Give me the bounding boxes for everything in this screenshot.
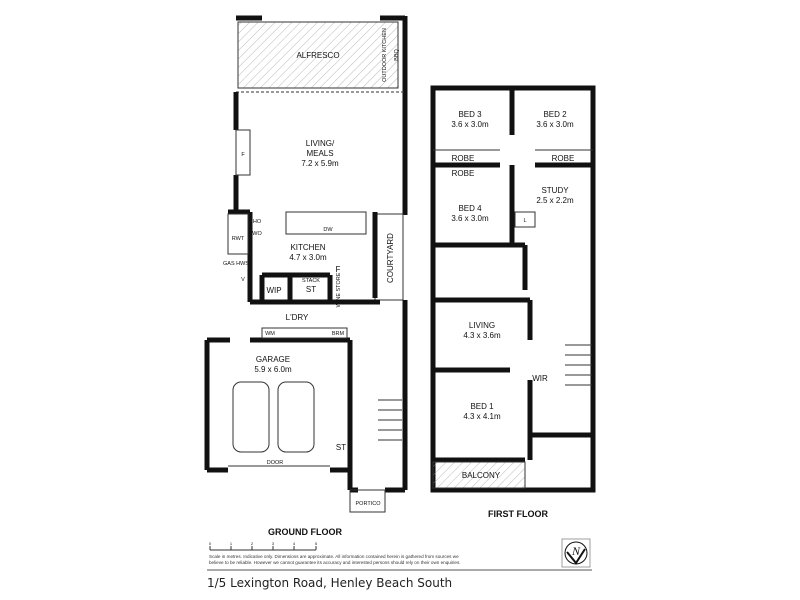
room-label-kitchen: KITCHEN [290, 243, 325, 252]
room-label-living-upstairs: LIVING [469, 321, 495, 330]
room-label-ldry: L'DRY [286, 313, 309, 322]
room-dim-bed2: 3.6 x 3.0m [536, 120, 574, 129]
stack-label: STACK [302, 278, 320, 284]
portico-area [349, 489, 386, 513]
fridge-label: F [336, 265, 341, 274]
car-icon [232, 381, 270, 453]
room-label-courtyard: COURTYARD [386, 233, 395, 283]
wm-label: WM [265, 331, 275, 337]
scale-tick-label: 1 [230, 541, 233, 546]
ground-floor-title: GROUND FLOOR [268, 527, 342, 537]
room-dim-kitchen: 4.7 x 3.0m [289, 253, 327, 262]
north-compass-icon: N [561, 538, 591, 568]
disclaimer-line-1: Scale in metres. Indicative only. Dimens… [209, 554, 459, 559]
first-floor-plan: BED 3 3.6 x 3.0m BED 2 3.6 x 3.0m ROBE R… [430, 85, 596, 519]
room-label-bed1: BED 1 [470, 402, 494, 411]
alfresco-area [237, 21, 399, 89]
room-dim-living: 7.2 x 5.9m [301, 159, 339, 168]
st-label: ST [306, 285, 316, 294]
ho-label: HO [253, 219, 262, 225]
dw-label: DW [323, 227, 333, 233]
fireplace [235, 129, 251, 176]
scale-bar: 0 1 2 3 4 5 Scale in metres. Indicative … [209, 541, 461, 565]
kitchen-island [285, 211, 367, 235]
robe-label: ROBE [552, 154, 575, 163]
fireplace-label: F [241, 152, 245, 158]
room-label-wip: WIP [266, 286, 281, 295]
scale-tick-label: 4 [293, 541, 296, 546]
room-dim-garage: 5.9 x 6.0m [254, 365, 292, 374]
balcony-area [432, 461, 526, 489]
first-floor-title: FIRST FLOOR [488, 509, 548, 519]
room-dim-bed4: 3.6 x 3.0m [451, 214, 489, 223]
scale-tick-label: 3 [272, 541, 275, 546]
room-label-portico: PORTICO [356, 501, 382, 507]
gas-hws-label: GAS HWS [223, 261, 249, 267]
rwt-label: RWT [232, 236, 245, 242]
garage-st-label: ST [336, 443, 346, 452]
room-label-study: STUDY [541, 186, 569, 195]
scale-tick-label: 5 [315, 541, 318, 546]
robe-label: ROBE [452, 154, 475, 163]
scale-tick-label: 2 [251, 541, 254, 546]
room-label-bed3: BED 3 [458, 110, 482, 119]
room-dim-living-upstairs: 4.3 x 3.6m [463, 331, 501, 340]
room-label-meals: MEALS [306, 149, 333, 158]
linen-label: L [523, 218, 526, 224]
room-label-garage: GARAGE [256, 355, 290, 364]
ground-floor-plan: ALFRESCO OUTDOOR KITCHEN BBQ LIVING/ MEA… [204, 15, 408, 537]
room-label-alfresco: ALFRESCO [296, 51, 339, 60]
robe-label: ROBE [452, 169, 475, 178]
room-label-balcony: BALCONY [462, 471, 501, 480]
room-dim-study: 2.5 x 2.2m [536, 196, 574, 205]
brm-label: BRM [332, 331, 345, 337]
room-dim-bed3: 3.6 x 3.0m [451, 120, 489, 129]
outdoor-kitchen-label: OUTDOOR KITCHEN [382, 28, 388, 82]
wo-label: WO [252, 231, 262, 237]
disclaimer-line-2: believe to be reliable. However we canno… [209, 560, 461, 565]
property-address: 1/5 Lexington Road, Henley Beach South [207, 576, 453, 590]
room-label-wir: WIR [532, 374, 548, 383]
scale-tick-label: 0 [209, 541, 212, 546]
room-label-bed4: BED 4 [458, 204, 482, 213]
car-icon [277, 381, 315, 453]
room-dim-bed1: 4.3 x 4.1m [463, 412, 501, 421]
room-label-living: LIVING/ [306, 139, 335, 148]
garage-door-label: DOOR [267, 460, 284, 466]
compass-letter: N [571, 544, 581, 558]
v-label: V [241, 277, 245, 283]
room-label-bed2: BED 2 [543, 110, 567, 119]
wine-store-label: WINE STORE [336, 272, 342, 307]
bbq-label: BBQ [394, 48, 400, 60]
